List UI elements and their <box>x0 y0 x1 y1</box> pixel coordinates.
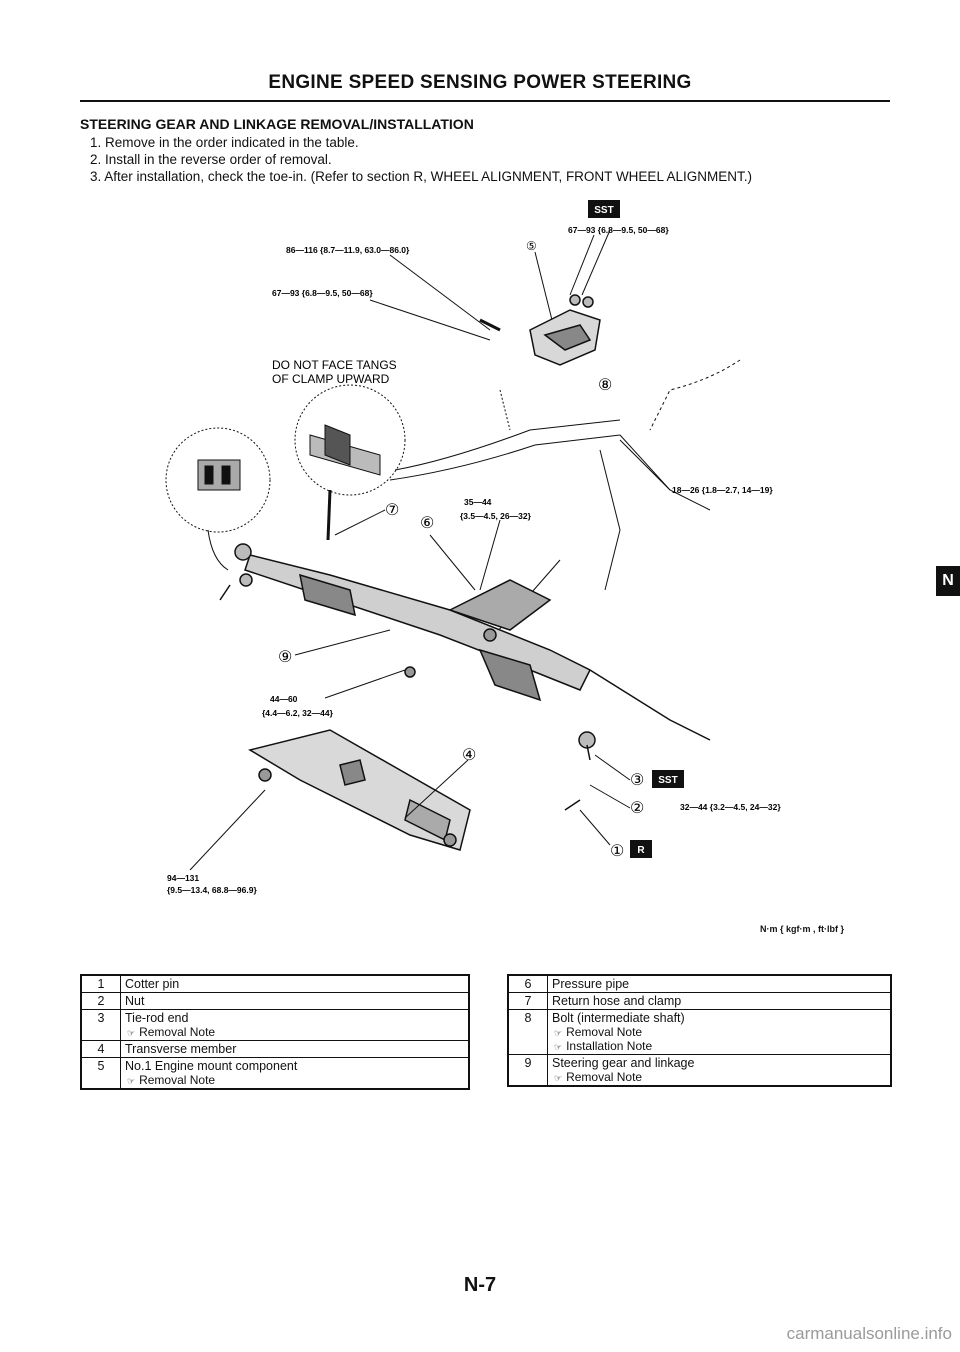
callout-7: ⑦ <box>385 502 399 519</box>
part-number: 2 <box>80 992 121 1010</box>
reference-icon: ☞ <box>554 1042 563 1052</box>
part-desc: No.1 Engine mount component <box>125 1059 298 1073</box>
part-number: 4 <box>80 1040 121 1058</box>
callout-4: ④ <box>462 747 476 764</box>
svg-text:SST: SST <box>658 775 677 786</box>
part-number: 9 <box>507 1054 548 1087</box>
part-number: 6 <box>507 974 548 993</box>
torque-label-4: 18—26 {1.8—2.7, 14—19} <box>672 485 773 495</box>
engine-mount-bracket <box>479 294 601 366</box>
tie-rod-end <box>564 731 596 811</box>
exploded-diagram: SST 67—93 {6.8—9.5, 50—68} 86—116 {8.7—1… <box>165 200 781 895</box>
part-desc: Nut <box>125 994 145 1008</box>
torque-label-8b: {9.5—13.4, 68.8—96.9} <box>167 885 257 895</box>
reference-note: Removal Note <box>139 1073 216 1087</box>
section-tab-marker: N <box>936 566 960 596</box>
part-number: 8 <box>507 1009 548 1055</box>
table-row: 6 Pressure pipe <box>507 974 892 993</box>
callout-5: ⑤ <box>526 239 537 253</box>
torque-label-5a: 35—44 <box>464 497 492 507</box>
part-desc: Return hose and clamp <box>552 994 682 1008</box>
reference-note: Removal Note <box>566 1070 643 1084</box>
part-desc: Transverse member <box>125 1042 237 1056</box>
title-rule <box>80 100 890 102</box>
transverse-member <box>248 729 471 851</box>
torque-label-5b: {3.5—4.5, 26—32} <box>460 511 532 521</box>
table-row: 7 Return hose and clamp <box>507 992 892 1010</box>
reference-note: Removal Note <box>566 1025 643 1039</box>
reference-icon: ☞ <box>127 1028 136 1038</box>
clamp-note-line2: OF CLAMP UPWARD <box>272 372 390 386</box>
torque-label-1: 67—93 {6.8—9.5, 50—68} <box>568 225 669 235</box>
callout-6: ⑥ <box>420 515 434 532</box>
reference-note: Installation Note <box>566 1039 653 1053</box>
sst-badge-callout-3: SST <box>652 770 684 788</box>
step-2: 2. Install in the reverse order of remov… <box>90 152 332 167</box>
table-row: 1 Cotter pin <box>80 974 470 993</box>
table-row: 8 Bolt (intermediate shaft) ☞Removal Not… <box>507 1009 892 1055</box>
part-desc: Bolt (intermediate shaft) <box>552 1011 685 1025</box>
torque-label-6b: {4.4—6.2, 32—44} <box>262 708 334 718</box>
table-row: 9 Steering gear and linkage ☞Removal Not… <box>507 1054 892 1087</box>
torque-label-7: 32—44 {3.2—4.5, 24—32} <box>680 802 781 812</box>
clamp-detail-circle <box>294 384 406 541</box>
section-heading: STEERING GEAR AND LINKAGE REMOVAL/INSTAL… <box>80 116 474 132</box>
callout-3: ③ <box>630 772 644 789</box>
callout-2: ② <box>630 800 644 817</box>
sst-badge-top: SST <box>588 200 620 218</box>
part-desc: Tie-rod end <box>125 1011 189 1025</box>
part-desc: Cotter pin <box>125 977 180 991</box>
callout-1: ① <box>610 843 624 860</box>
parts-table-right: 6 Pressure pipe 7 Return hose and clamp … <box>507 974 892 1087</box>
unit-note: N·m { kgf·m , ft·lbf } <box>760 924 844 934</box>
page-title: ENGINE SPEED SENSING POWER STEERING <box>268 72 692 93</box>
part-number: 7 <box>507 992 548 1010</box>
part-number: 5 <box>80 1057 121 1090</box>
callout-8: ⑧ <box>598 377 612 394</box>
part-number: 1 <box>80 974 121 993</box>
table-row: 5 No.1 Engine mount component ☞Removal N… <box>80 1057 470 1090</box>
torque-label-2: 86—116 {8.7—11.9, 63.0—86.0} <box>286 245 410 255</box>
page-number: N-7 <box>463 1274 497 1296</box>
callout-9: ⑨ <box>278 649 292 666</box>
reference-note: Removal Note <box>139 1025 216 1039</box>
steering-gear-rack <box>219 543 711 741</box>
torque-label-8a: 94—131 <box>167 873 199 883</box>
table-row: 3 Tie-rod end ☞Removal Note <box>80 1009 470 1041</box>
table-row: 2 Nut <box>80 992 470 1010</box>
part-desc: Steering gear and linkage <box>552 1056 695 1070</box>
watermark: carmanualsonline.info <box>786 1324 952 1343</box>
reference-icon: ☞ <box>554 1073 563 1083</box>
torque-label-6a: 44—60 <box>270 694 298 704</box>
instruction-steps: 1. Remove in the order indicated in the … <box>90 134 752 185</box>
clamp-note-line1: DO NOT FACE TANGS <box>272 358 397 372</box>
tang-detail-circle <box>165 427 271 571</box>
step-1: 1. Remove in the order indicated in the … <box>90 135 359 150</box>
parts-table-left: 1 Cotter pin 2 Nut 3 Tie-rod end ☞Remova… <box>80 974 470 1090</box>
part-desc: Pressure pipe <box>552 977 630 991</box>
svg-text:SST: SST <box>594 205 613 216</box>
reference-icon: ☞ <box>127 1076 136 1086</box>
svg-text:R: R <box>637 845 645 856</box>
torque-label-3: 67—93 {6.8—9.5, 50—68} <box>272 288 373 298</box>
r-badge: R <box>630 840 652 858</box>
table-row: 4 Transverse member <box>80 1040 470 1058</box>
step-3: 3. After installation, check the toe-in.… <box>90 169 752 184</box>
part-number: 3 <box>80 1009 121 1041</box>
reference-icon: ☞ <box>554 1028 563 1038</box>
